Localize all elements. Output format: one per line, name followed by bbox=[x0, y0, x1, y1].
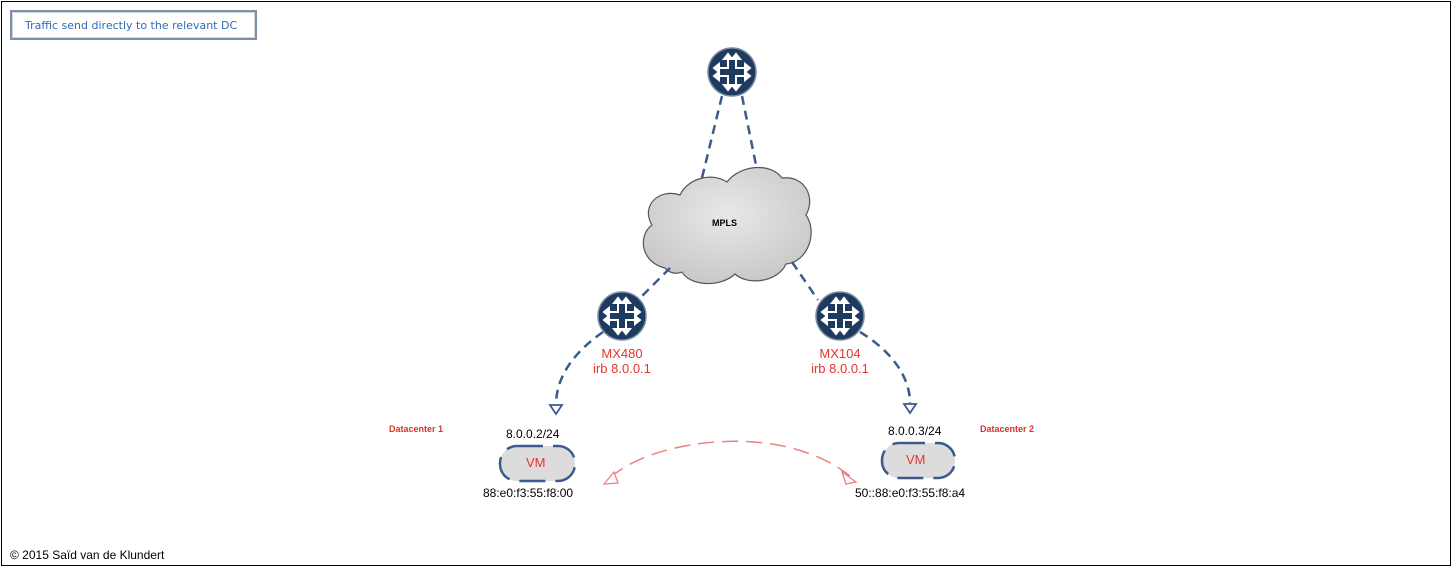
link-top-right bbox=[740, 95, 759, 171]
flow-arrowhead-right bbox=[840, 470, 858, 485]
title-box: Traffic send directly to the relevant DC bbox=[10, 10, 257, 40]
diagram-title: Traffic send directly to the relevant DC bbox=[25, 19, 238, 32]
dc-flow-arrow bbox=[609, 440, 851, 479]
mpls-cloud-icon bbox=[642, 166, 812, 285]
flow-arrowhead-left bbox=[602, 470, 619, 485]
vm2-shape bbox=[880, 441, 957, 480]
mx104-router-icon bbox=[815, 291, 865, 341]
copyright-text: © 2015 Saïd van de Klundert bbox=[10, 548, 165, 562]
core-router-icon bbox=[707, 47, 757, 97]
vm2-label: VM bbox=[906, 452, 926, 467]
dc2-subnet: 8.0.0.3/24 bbox=[888, 424, 942, 438]
arrowhead-vm1 bbox=[548, 404, 564, 416]
link-top-left bbox=[698, 95, 724, 187]
datacenter-2-label: Datacenter 2 bbox=[980, 424, 1035, 434]
datacenter-1-label: Datacenter 1 bbox=[389, 424, 444, 434]
mx480-router-icon bbox=[597, 291, 647, 341]
link-cloud-mx104 bbox=[790, 261, 820, 301]
mx480-name: MX480 bbox=[601, 346, 643, 361]
arrowhead-vm2 bbox=[902, 403, 918, 415]
mx104-name: MX104 bbox=[819, 346, 861, 361]
dc2-mac: 50::88:e0:f3:55:f8:a4 bbox=[855, 486, 966, 500]
mx480-irb: irb 8.0.0.1 bbox=[593, 361, 651, 376]
dc1-mac: 88:e0:f3:55:f8:00 bbox=[483, 486, 574, 500]
vm1-shape bbox=[498, 444, 577, 483]
vm1-label: VM bbox=[526, 455, 546, 470]
mx104-irb: irb 8.0.0.1 bbox=[811, 361, 869, 376]
dc1-subnet: 8.0.0.2/24 bbox=[506, 427, 560, 441]
link-cloud-mx480 bbox=[637, 267, 671, 301]
cloud-label: MPLS bbox=[712, 218, 738, 228]
link-mx480-vm1 bbox=[554, 330, 604, 406]
link-mx104-vm2 bbox=[859, 330, 912, 404]
